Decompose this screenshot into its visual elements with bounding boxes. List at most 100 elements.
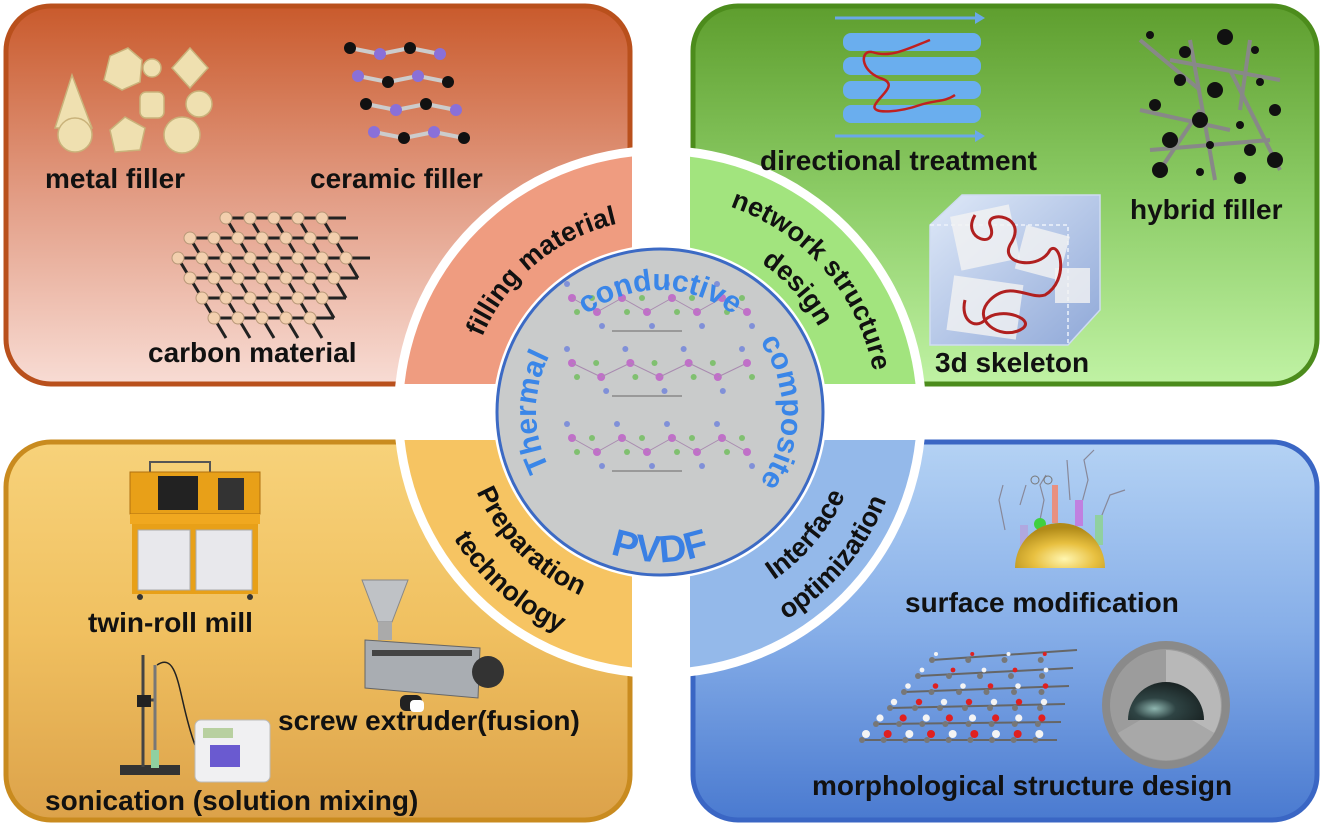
carbon-atom bbox=[880, 737, 887, 743]
carbon-atom bbox=[279, 271, 293, 285]
atom bbox=[442, 76, 454, 88]
functional-group bbox=[960, 683, 966, 689]
screw-extruder-illustration bbox=[361, 579, 504, 712]
carbon-atom bbox=[977, 673, 983, 679]
particle bbox=[1217, 29, 1233, 45]
atom bbox=[368, 126, 380, 138]
particle bbox=[1146, 31, 1154, 39]
bond bbox=[721, 437, 748, 453]
item-hybrid-filler: hybrid filler bbox=[1130, 194, 1283, 225]
particle bbox=[1174, 74, 1186, 86]
carbon-atom bbox=[983, 689, 990, 695]
particle bbox=[1236, 121, 1244, 129]
side-atom bbox=[632, 374, 639, 380]
carbon-atom bbox=[965, 657, 972, 663]
carbon-atom bbox=[901, 689, 907, 695]
particle bbox=[1152, 162, 1168, 178]
fiber bbox=[1169, 58, 1281, 82]
atom bbox=[374, 48, 386, 60]
pvdf-molecule-chains bbox=[564, 281, 755, 472]
functional-group bbox=[1015, 698, 1023, 706]
side-atom bbox=[649, 463, 655, 469]
carbon-atom bbox=[255, 231, 269, 245]
functional-group bbox=[890, 698, 898, 706]
functional-group bbox=[905, 730, 914, 738]
side-atom bbox=[674, 449, 680, 455]
atom bbox=[344, 42, 356, 54]
carbon-atom bbox=[988, 721, 995, 727]
sonication-illustration bbox=[120, 655, 271, 783]
side-atom bbox=[574, 449, 580, 455]
atom bbox=[404, 42, 416, 54]
functional-group bbox=[968, 714, 977, 722]
bond bbox=[696, 297, 723, 313]
carbon-atom bbox=[743, 308, 751, 316]
carbon-atom bbox=[919, 721, 926, 727]
carbon-atom bbox=[231, 271, 245, 285]
carbon-atom bbox=[327, 271, 341, 285]
carbon-atom bbox=[743, 448, 751, 456]
carbon-atom bbox=[291, 211, 305, 225]
side-atom bbox=[699, 463, 705, 469]
side-atom bbox=[593, 360, 600, 366]
hybrid-filler-illustration bbox=[1138, 29, 1283, 184]
bond bbox=[659, 362, 689, 378]
functional-group bbox=[883, 730, 892, 738]
lattice-row bbox=[889, 703, 1066, 709]
carbon-atom bbox=[267, 211, 281, 225]
functional-group bbox=[990, 698, 998, 706]
carbon-atom bbox=[1001, 657, 1008, 663]
carbon-atom bbox=[207, 311, 221, 325]
item-3d-skeleton: 3d skeleton bbox=[935, 347, 1089, 378]
particle bbox=[1149, 99, 1161, 111]
side-atom bbox=[622, 346, 629, 352]
atom bbox=[390, 104, 402, 116]
center-circle bbox=[495, 247, 825, 577]
carbon-atom bbox=[315, 291, 329, 305]
side-atom bbox=[661, 388, 668, 394]
carbon-atom bbox=[315, 211, 329, 225]
functional-group bbox=[1013, 730, 1022, 738]
atom bbox=[458, 132, 470, 144]
functional-group bbox=[1006, 652, 1011, 656]
bond bbox=[688, 362, 719, 378]
carbon-atom bbox=[231, 311, 245, 325]
atom bbox=[382, 76, 394, 88]
bond bbox=[721, 297, 748, 313]
metal-filler-illustration bbox=[53, 46, 213, 154]
carbon-atom bbox=[255, 271, 269, 285]
carbon-atom bbox=[219, 211, 233, 225]
bond bbox=[571, 297, 598, 313]
functional-group bbox=[932, 683, 939, 689]
item-morphological-structure-design: morphological structure design bbox=[812, 770, 1232, 801]
carbon-atom bbox=[967, 737, 974, 743]
functional-group bbox=[981, 667, 987, 673]
bond bbox=[696, 437, 723, 453]
bond bbox=[596, 437, 623, 453]
side-atom bbox=[624, 309, 630, 315]
atom bbox=[398, 132, 410, 144]
carbon-atom bbox=[902, 737, 909, 743]
fiber bbox=[1138, 38, 1202, 92]
carbon-atom bbox=[267, 291, 281, 305]
side-atom bbox=[574, 309, 580, 315]
particle bbox=[1192, 112, 1208, 128]
functional-group bbox=[915, 698, 923, 706]
side-atom bbox=[749, 374, 755, 380]
carbon-atom bbox=[945, 737, 952, 743]
carbon-atom bbox=[1012, 705, 1018, 711]
particle bbox=[1267, 152, 1283, 168]
bond bbox=[596, 297, 623, 313]
bond bbox=[630, 362, 660, 378]
carbon-atom bbox=[1039, 673, 1045, 679]
carbon-atom bbox=[327, 231, 341, 245]
carbon-atom bbox=[924, 737, 930, 743]
functional-group bbox=[970, 652, 975, 656]
bond bbox=[600, 362, 631, 378]
side-atom bbox=[724, 449, 730, 455]
functional-group bbox=[927, 730, 935, 738]
side-atom bbox=[739, 295, 745, 301]
carbon-atom bbox=[303, 271, 317, 285]
functional-group bbox=[992, 730, 1000, 738]
